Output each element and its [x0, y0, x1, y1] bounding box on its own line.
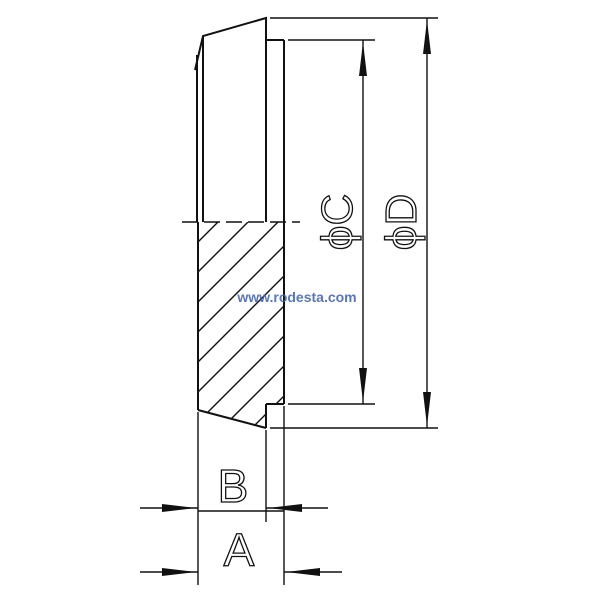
dimension-c: ϕC: [288, 39, 375, 405]
arrow-c-bottom: [359, 368, 367, 402]
dimension-a: A: [140, 510, 342, 577]
arrow-a-left: [162, 568, 196, 576]
arrow-c-top: [359, 42, 367, 76]
arrow-a-right: [286, 568, 320, 576]
arrow-d-bottom: [423, 392, 431, 426]
dimension-d: ϕD: [270, 17, 438, 429]
dim-label-a: A: [224, 524, 255, 576]
arrow-d-top: [423, 20, 431, 54]
arrow-b-left: [162, 504, 196, 512]
watermark: www.rodesta.com: [236, 289, 356, 305]
dim-label-c: ϕC: [313, 194, 362, 250]
arrow-b-right: [268, 504, 302, 512]
extension-lines: [197, 406, 285, 585]
dim-label-b: B: [218, 460, 249, 512]
section-hatching: [198, 222, 284, 428]
part-outline: [194, 16, 285, 429]
dimension-b: B: [140, 459, 328, 513]
dim-label-d: ϕD: [377, 194, 426, 250]
